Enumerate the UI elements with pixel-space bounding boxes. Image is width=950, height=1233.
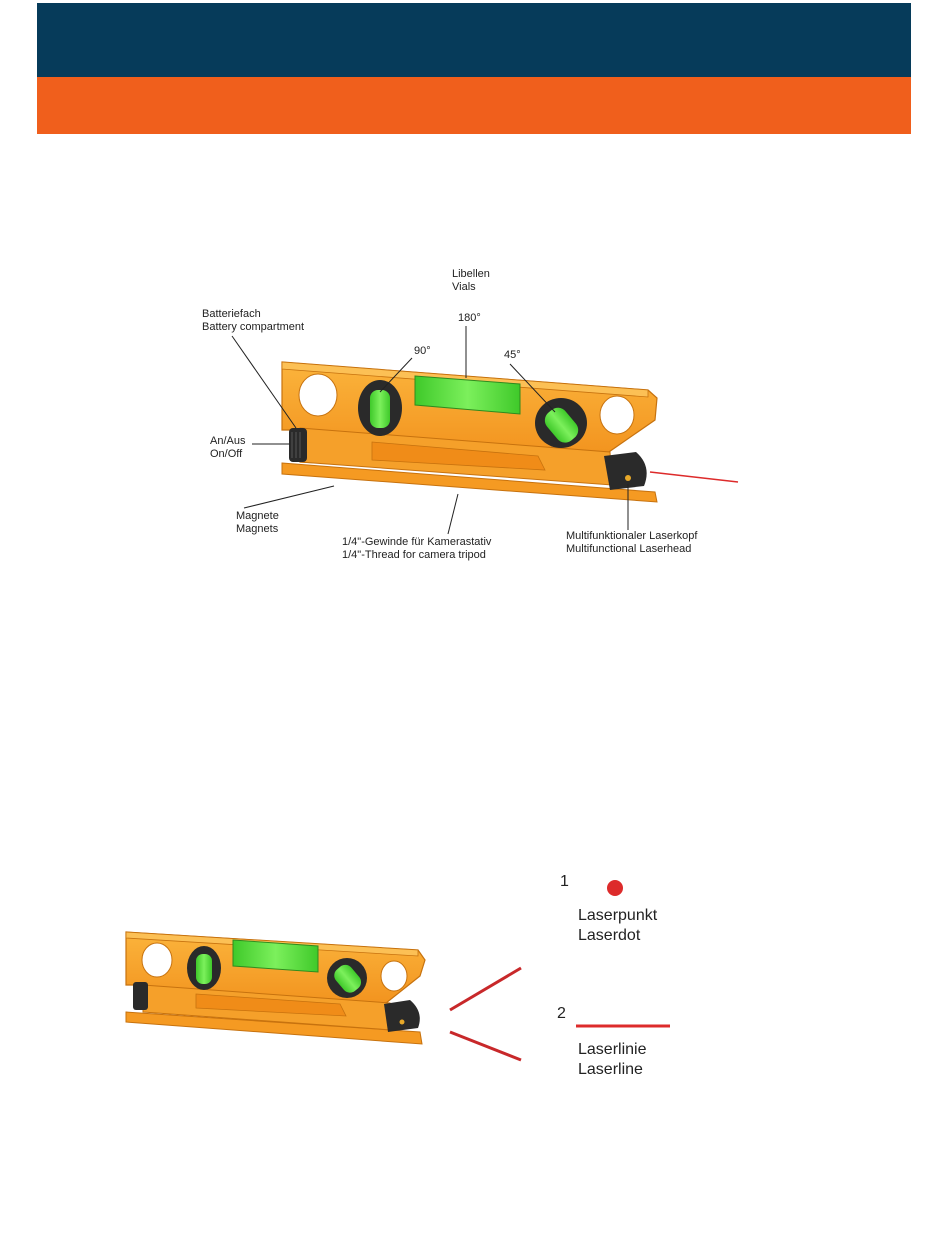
frame-hole-right bbox=[600, 396, 634, 434]
laser-head-icon bbox=[604, 452, 647, 490]
label-laserhead: Multifunktionaler Laserkopf Multifunctio… bbox=[566, 530, 697, 556]
label-laserhead-en: Multifunctional Laserhead bbox=[566, 543, 697, 556]
mode2-label-en: Laserline bbox=[578, 1060, 646, 1080]
label-vials-en: Vials bbox=[452, 281, 490, 294]
label-thread-de: 1/4"-Gewinde für Kamerastativ bbox=[342, 536, 491, 549]
label-on-off-de: An/Aus bbox=[210, 435, 245, 448]
label-on-off: An/Aus On/Off bbox=[210, 435, 245, 461]
label-thread-en: 1/4"-Thread for camera tripod bbox=[342, 549, 491, 562]
label-thread: 1/4"-Gewinde für Kamerastativ 1/4"-Threa… bbox=[342, 536, 491, 562]
label-battery-en: Battery compartment bbox=[202, 321, 304, 334]
label-battery: Batteriefach Battery compartment bbox=[202, 308, 304, 334]
label-vials: Libellen Vials bbox=[452, 268, 490, 294]
laser-level-top bbox=[282, 362, 738, 502]
laser-level-bottom bbox=[126, 932, 425, 1044]
mode2-label-de: Laserlinie bbox=[578, 1040, 646, 1060]
label-laserhead-de: Multifunktionaler Laserkopf bbox=[566, 530, 697, 543]
mode2-number: 2 bbox=[557, 1004, 566, 1024]
label-battery-de: Batteriefach bbox=[202, 308, 304, 321]
label-on-off-en: On/Off bbox=[210, 448, 245, 461]
laser-beam bbox=[650, 472, 738, 482]
label-vials-de: Libellen bbox=[452, 268, 490, 281]
label-angle-180: 180° bbox=[458, 312, 481, 325]
mode1-label-de: Laserpunkt bbox=[578, 906, 657, 926]
mode1-label-en: Laserdot bbox=[578, 926, 657, 946]
label-angle-90: 90° bbox=[414, 345, 431, 358]
mode1-label: Laserpunkt Laserdot bbox=[578, 906, 657, 946]
label-angle-45: 45° bbox=[504, 349, 521, 362]
mode2-label: Laserlinie Laserline bbox=[578, 1040, 646, 1080]
vial-90-icon bbox=[370, 390, 390, 428]
label-magnets: Magnete Magnets bbox=[236, 510, 279, 536]
label-magnets-en: Magnets bbox=[236, 523, 279, 536]
frame-hole-left bbox=[299, 374, 337, 416]
label-magnets-de: Magnete bbox=[236, 510, 279, 523]
beam-upper bbox=[450, 968, 521, 1010]
mode1-number: 1 bbox=[560, 872, 569, 892]
beam-lower bbox=[450, 1032, 521, 1060]
laserdot-icon bbox=[607, 880, 623, 896]
